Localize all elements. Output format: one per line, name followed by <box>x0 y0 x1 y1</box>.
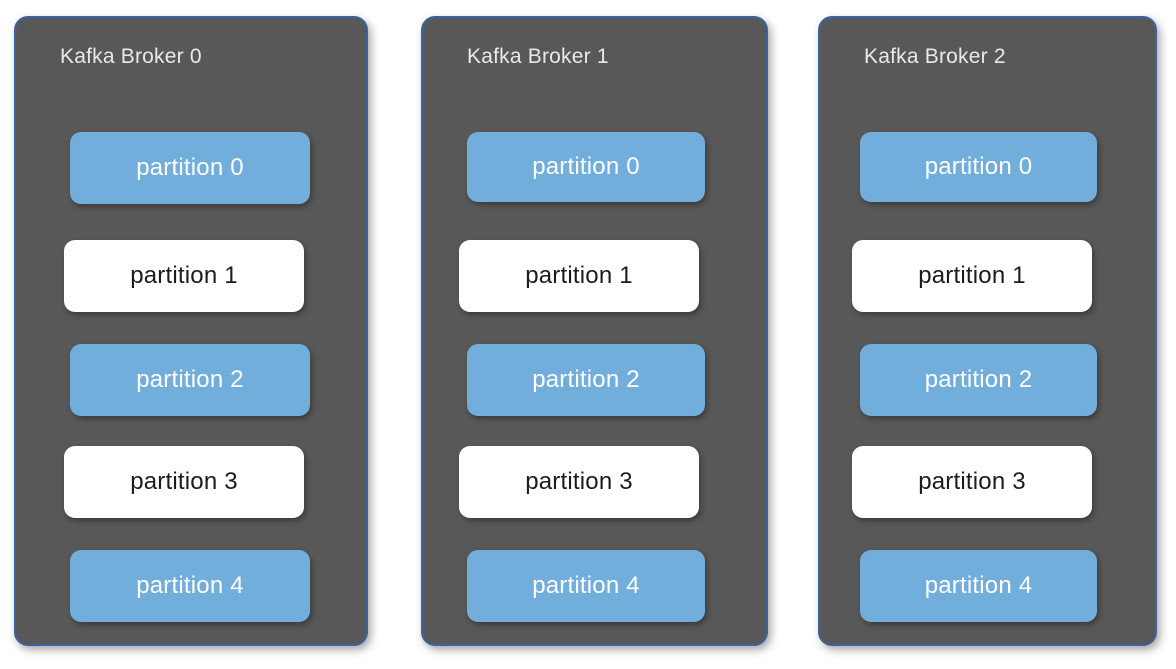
partition-box-broker0-p3[interactable]: partition 3 <box>64 446 304 518</box>
partition-box-broker0-p0[interactable]: partition 0 <box>70 132 310 204</box>
partition-box-broker2-p0[interactable]: partition 0 <box>860 132 1097 202</box>
broker-panel-1[interactable]: Kafka Broker 1 partition 0 partition 1 part… <box>421 16 768 646</box>
broker-panel-2[interactable]: Kafka Broker 2 partition 0 partition 1 part… <box>818 16 1157 646</box>
partition-box-broker0-p2[interactable]: partition 2 <box>70 344 310 416</box>
partition-box-broker1-p2[interactable]: partition 2 <box>467 344 705 416</box>
partition-box-broker1-p1[interactable]: partition 1 <box>459 240 699 312</box>
partition-box-broker2-p1[interactable]: partition 1 <box>852 240 1092 312</box>
broker-title-1: Kafka Broker 1 <box>467 45 609 68</box>
broker-title-0: Kafka Broker 0 <box>60 45 202 68</box>
partition-box-broker2-p3[interactable]: partition 3 <box>852 446 1092 518</box>
partition-box-broker0-p1[interactable]: partition 1 <box>64 240 304 312</box>
partition-box-broker1-p3[interactable]: partition 3 <box>459 446 699 518</box>
partition-box-broker2-p2[interactable]: partition 2 <box>860 344 1097 416</box>
broker-panel-0[interactable]: Kafka Broker 0 partition 0 partition 1 part… <box>14 16 368 646</box>
broker-title-2: Kafka Broker 2 <box>864 45 1006 68</box>
partition-box-broker0-p4[interactable]: partition 4 <box>70 550 310 622</box>
partition-box-broker1-p4[interactable]: partition 4 <box>467 550 705 622</box>
partition-box-broker2-p4[interactable]: partition 4 <box>860 550 1097 622</box>
partition-box-broker1-p0[interactable]: partition 0 <box>467 132 705 202</box>
